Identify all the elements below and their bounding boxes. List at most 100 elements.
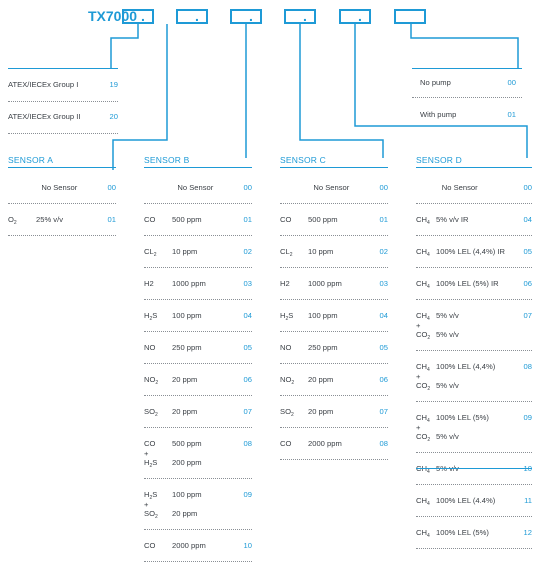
separator — [280, 203, 388, 204]
gas-formula: NO — [144, 343, 155, 353]
no-sensor-label: No Sensor — [177, 183, 214, 192]
separator — [416, 235, 532, 236]
plus-sign: + — [144, 500, 149, 509]
separator — [280, 395, 388, 396]
separator — [8, 203, 116, 204]
separator — [144, 331, 252, 332]
option-code: 04 — [379, 311, 388, 320]
separator — [144, 203, 252, 204]
option-code: 07 — [379, 407, 388, 416]
separator — [144, 235, 252, 236]
gas-symbol: H2 — [280, 279, 290, 288]
gas-formula: CH4 — [416, 247, 430, 260]
gas-symbol: CO — [144, 215, 156, 224]
range-value: 20 ppm — [172, 375, 198, 384]
range-value: 5% v/v IR — [436, 215, 469, 224]
separator — [144, 363, 252, 364]
gas-symbol: CH — [416, 279, 427, 288]
gas-subscript: 2 — [427, 335, 431, 341]
gas-formula: H2S — [280, 311, 293, 324]
option-code: 09 — [523, 413, 532, 422]
gas-formula: CL2 — [280, 247, 293, 260]
gas-subscript: 4 — [426, 501, 430, 507]
range-value: 100 ppm — [172, 490, 202, 499]
gas-formula: H2 — [280, 279, 290, 289]
code-box-4 — [284, 9, 316, 24]
range-value: 200 ppm — [172, 458, 202, 467]
range-value: 2000 ppm — [308, 439, 342, 448]
separator — [144, 299, 252, 300]
code-box-5 — [339, 9, 371, 24]
plus-sign: + — [416, 372, 421, 381]
gas-symbol: CL — [144, 247, 154, 256]
gas-formula: CH4 — [416, 413, 430, 426]
gas-formula: CH4 — [416, 496, 430, 509]
option-code: 10 — [243, 541, 252, 550]
separator — [416, 267, 532, 268]
range-value: 5% v/v — [436, 330, 459, 339]
option-code: 03 — [243, 279, 252, 288]
gas-symbol: H — [144, 458, 150, 467]
gas-symbol: NO — [144, 375, 156, 384]
gas-formula: CH4 — [416, 279, 430, 292]
option-code: 09 — [243, 490, 252, 499]
sensor-a-header: SENSOR A — [8, 155, 54, 165]
gas-symbol: SO — [144, 509, 155, 518]
gas-formula: CO — [280, 215, 291, 225]
gas-formula: NO2 — [144, 375, 158, 388]
gas-subscript: 4 — [426, 316, 430, 322]
connector-group — [110, 24, 139, 68]
separator — [144, 427, 252, 428]
option-code: 08 — [243, 439, 252, 448]
product-title: TX7000 — [88, 8, 138, 24]
connector-sensor-d — [354, 24, 528, 158]
option-code: 06 — [243, 375, 252, 384]
gas-formula: H2S — [144, 490, 157, 503]
gas-formula: H2S — [144, 311, 157, 324]
separator — [280, 267, 388, 268]
range-value: 250 ppm — [308, 343, 338, 352]
gas-symbol: CH — [416, 413, 427, 422]
connector-sensor-a — [112, 24, 168, 170]
range-value: 100% LEL (4,4%) IR — [436, 247, 505, 256]
pump-label: With pump — [420, 110, 457, 119]
gas-subscript: 2 — [155, 380, 159, 386]
range-value: 100% LEL (4.4%) — [436, 496, 496, 505]
range-value: 1000 ppm — [308, 279, 342, 288]
range-value: 5% v/v — [436, 311, 459, 320]
gas-symbol-suffix: S — [152, 490, 158, 499]
range-value: 1000 ppm — [172, 279, 206, 288]
gas-symbol: H — [280, 311, 286, 320]
gas-symbol: CH — [416, 247, 427, 256]
separator — [416, 452, 532, 453]
header-rule — [280, 167, 388, 168]
gas-subscript: 2 — [289, 252, 293, 258]
gas-subscript: 4 — [426, 252, 430, 258]
separator — [280, 235, 388, 236]
option-code: 11 — [524, 496, 532, 505]
range-value: 100% LEL (5%) — [436, 413, 489, 422]
gas-symbol: O — [8, 215, 14, 224]
gas-formula: NO2 — [280, 375, 294, 388]
option-code: 03 — [379, 279, 388, 288]
range-value: 20 ppm — [172, 509, 198, 518]
option-code: 10 — [523, 464, 532, 473]
code-box-6 — [394, 9, 426, 24]
no-sensor-label: No Sensor — [441, 183, 478, 192]
option-code: 12 — [523, 528, 532, 537]
range-value: 100% LEL (5%) — [436, 528, 489, 537]
plus-sign: + — [416, 321, 421, 330]
gas-formula: CH4 — [416, 464, 430, 477]
no-sensor-label: No Sensor — [41, 183, 78, 192]
gas-subscript: 2 — [154, 412, 158, 418]
connector-pump — [410, 24, 519, 68]
gas-symbol: NO — [280, 343, 292, 352]
gas-formula: SO2 — [144, 509, 158, 522]
gas-symbol: CO — [416, 330, 428, 339]
gas-subscript: 2 — [291, 380, 295, 386]
separator — [280, 459, 388, 460]
gas-symbol: CO — [416, 432, 428, 441]
option-code: 06 — [379, 375, 388, 384]
pump-label: No pump — [420, 78, 451, 87]
option-code: 08 — [523, 362, 532, 371]
